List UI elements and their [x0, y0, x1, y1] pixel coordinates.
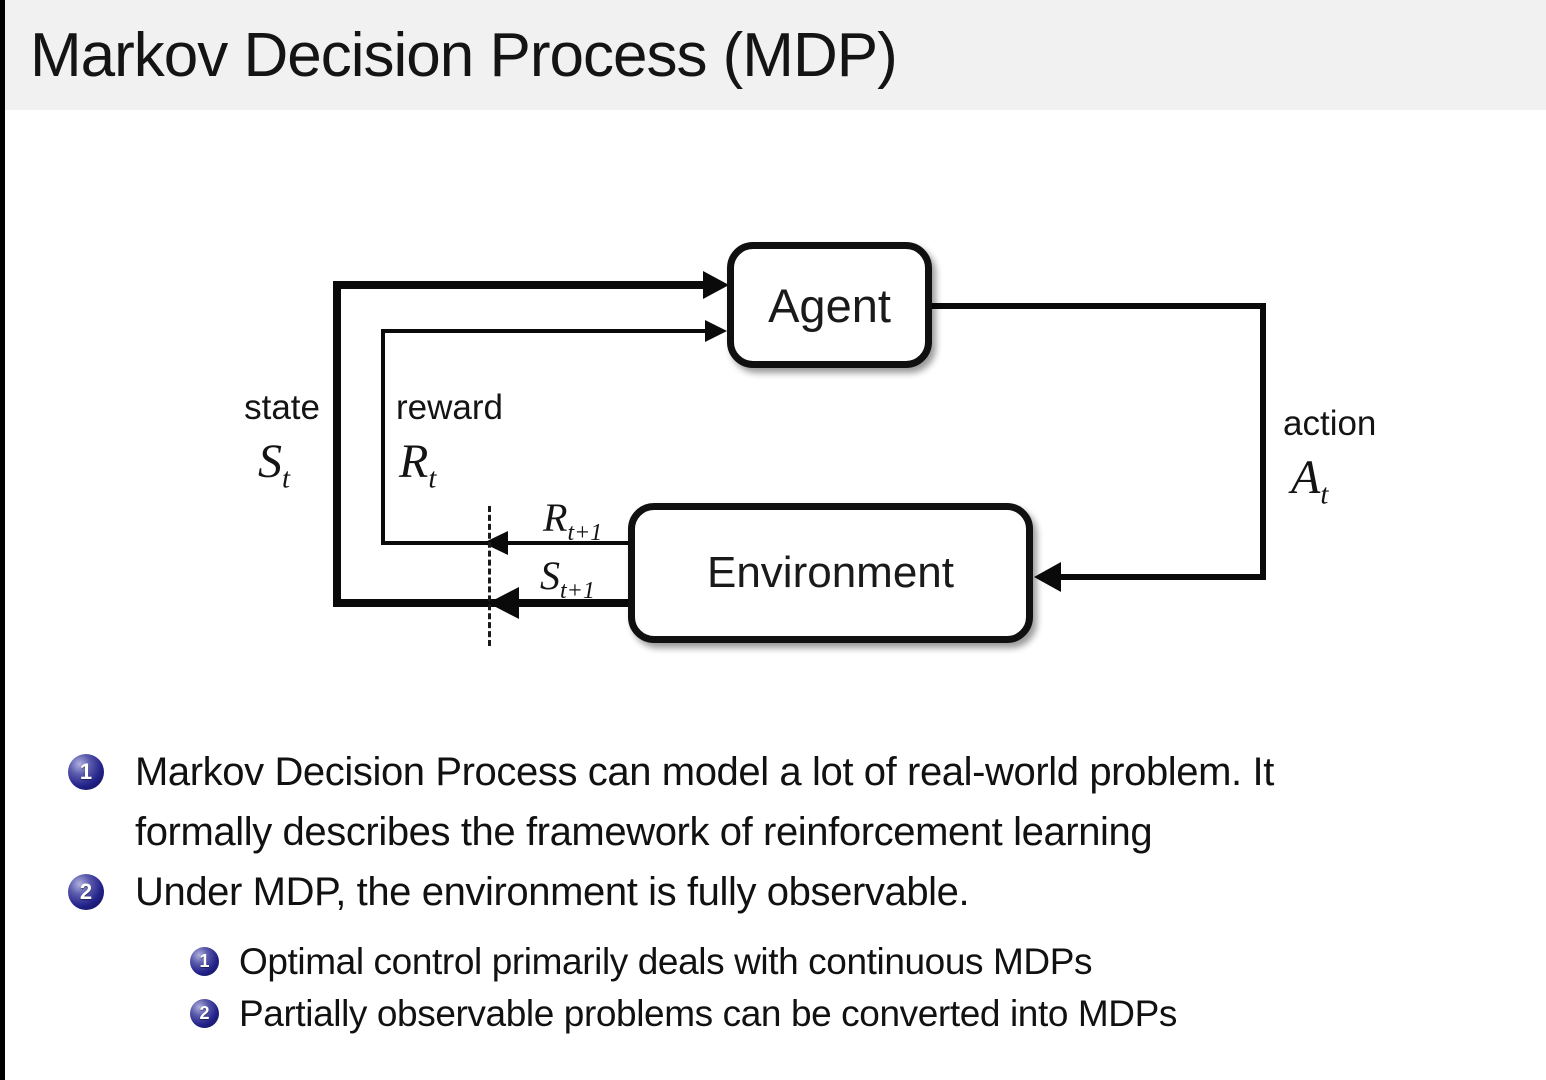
bullet-1-line-1: Markov Decision Process can model a lot … [135, 750, 1274, 794]
time-step-dashed-line [488, 506, 491, 646]
bullet-list: 1 Markov Decision Process can model a lo… [68, 742, 1518, 1040]
next-reward-symbol: Rt+1 [543, 494, 602, 545]
page-title: Markov Decision Process (MDP) [30, 21, 898, 90]
list-item: 1 Markov Decision Process can model a lo… [68, 742, 1518, 862]
sub-bullet-2-text: Partially observable problems can be con… [239, 993, 1178, 1034]
bullet-1-text: Markov Decision Process can model a lot … [135, 742, 1274, 862]
next-reward-symbol-subscript: t+1 [567, 520, 603, 546]
reward-symbol-subscript: t [428, 462, 437, 495]
action-line-bottom [1058, 574, 1266, 580]
enumeration-number: 2 [79, 879, 93, 904]
reward-word-label: reward [396, 388, 503, 427]
enumeration-number: 1 [79, 759, 93, 784]
state-line-bottom [337, 599, 630, 607]
sub-enumeration-ball-2: 2 [190, 999, 219, 1028]
state-symbol-main: S [258, 435, 282, 488]
reward-line-vertical [381, 330, 385, 545]
next-state-symbol-main: S [540, 553, 560, 598]
state-symbol: St [258, 434, 290, 493]
state-line-vertical [333, 281, 341, 607]
action-symbol-subscript: t [1320, 478, 1329, 511]
reward-line-top [381, 329, 705, 333]
reward-symbol: Rt [399, 434, 436, 493]
list-item: 2 Under MDP, the environment is fully ob… [68, 862, 1518, 922]
environment-node: Environment [628, 503, 1033, 643]
next-reward-symbol-main: R [543, 495, 568, 540]
next-state-symbol: St+1 [540, 552, 595, 603]
title-bar: Markov Decision Process (MDP) [0, 0, 1546, 110]
action-arrowhead-into-environment [1034, 562, 1061, 592]
next-reward-arrowhead [483, 531, 508, 555]
action-line-vertical [1260, 303, 1266, 580]
sub-enumeration-ball-1: 1 [190, 947, 219, 976]
enumeration-ball-1: 1 [68, 754, 104, 790]
sub-bullet-1-text: Optimal control primarily deals with con… [239, 941, 1093, 982]
agent-node: Agent [727, 242, 932, 368]
bullet-2-text: Under MDP, the environment is fully obse… [135, 862, 970, 922]
bullet-1-line-2: formally describes the framework of rein… [135, 810, 1153, 854]
state-symbol-subscript: t [282, 462, 291, 495]
reward-arrowhead-into-agent [705, 320, 727, 342]
next-state-arrowhead [488, 587, 519, 619]
environment-label: Environment [706, 548, 954, 597]
action-line-top [930, 303, 1265, 309]
bullet-2-line-1: Under MDP, the environment is fully obse… [135, 870, 970, 914]
enumeration-ball-2: 2 [68, 874, 104, 910]
reward-symbol-main: R [399, 435, 429, 488]
state-word-label: state [244, 388, 320, 427]
agent-label: Agent [768, 278, 891, 332]
next-state-symbol-subscript: t+1 [560, 578, 595, 604]
state-line-top [333, 281, 705, 289]
action-symbol: At [1291, 450, 1328, 509]
list-item: 1 Optimal control primarily deals with c… [190, 936, 1518, 988]
list-item: 2 Partially observable problems can be c… [190, 988, 1518, 1040]
enumeration-number: 2 [199, 1003, 210, 1023]
window-left-edge [0, 0, 5, 1080]
sub-bullet-list: 1 Optimal control primarily deals with c… [190, 936, 1518, 1040]
action-symbol-main: A [1291, 451, 1321, 504]
mdp-agent-environment-diagram: Agent Environment state St reward Rt act… [244, 242, 1377, 646]
action-word-label: action [1283, 404, 1377, 443]
state-arrowhead-into-agent [703, 271, 729, 299]
enumeration-number: 1 [199, 951, 210, 971]
